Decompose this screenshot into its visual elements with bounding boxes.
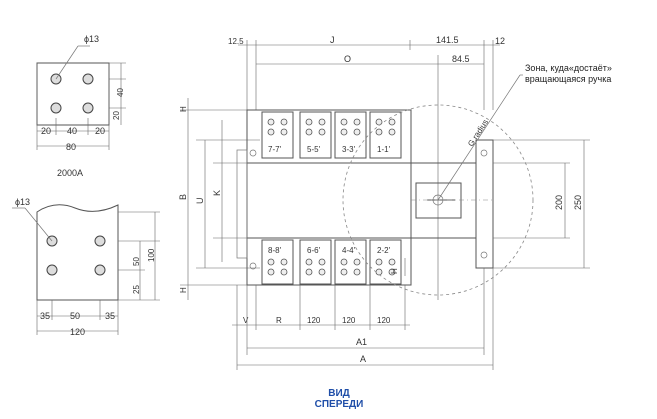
- dim-50-vert: 50: [132, 257, 141, 266]
- dim-A1: A1: [356, 337, 367, 347]
- hole-pattern-bottom: ϕ13 35 50 35 120 50 25 100: [12, 197, 160, 337]
- radius-label: G radius: [466, 118, 490, 148]
- dim-35-right: 35: [105, 311, 115, 321]
- bottom-terminals: [261, 239, 402, 285]
- dim-middle: 40: [67, 126, 77, 136]
- dim-V: V: [243, 316, 249, 325]
- dim-200: 200: [554, 195, 564, 210]
- dim-A: A: [360, 354, 366, 364]
- dim-141-5: 141.5: [436, 35, 459, 45]
- dim-vertical-40: 40: [116, 88, 125, 97]
- hole-diameter-label: ϕ13: [84, 34, 99, 44]
- terminal-2: 2-2': [377, 246, 391, 255]
- side-mark-H: H: [390, 268, 399, 274]
- dim-120-c: 120: [377, 316, 391, 325]
- terminal-5: 5-5': [307, 145, 321, 154]
- dim-K: K: [212, 190, 222, 196]
- terminal-7: 7-7': [268, 145, 282, 154]
- view-caption-line-1: ВИД: [328, 388, 350, 399]
- terminal-3: 3-3': [342, 145, 356, 154]
- dim-J: J: [330, 35, 335, 45]
- dim-left: 20: [41, 126, 51, 136]
- dim-84-5: 84.5: [452, 54, 470, 64]
- variant-label: 2000A: [57, 168, 83, 178]
- dim-100-vert: 100: [147, 248, 156, 262]
- dim-120-b: 120: [342, 316, 356, 325]
- dim-12-5: 12.5: [228, 37, 244, 46]
- hole-diameter-label-2: ϕ13: [15, 197, 30, 207]
- terminal-8: 8-8': [268, 246, 282, 255]
- dim-50: 50: [70, 311, 80, 321]
- dim-right: 20: [95, 126, 105, 136]
- terminal-1: 1-1': [377, 145, 391, 154]
- terminal-4: 4-4': [342, 246, 356, 255]
- dim-H-bottom: H: [179, 287, 188, 293]
- view-caption-line-2: СПЕРЕДИ: [314, 399, 364, 410]
- dim-B: B: [178, 194, 188, 200]
- terminal-6: 6-6': [307, 246, 321, 255]
- dim-120: 120: [70, 327, 85, 337]
- hole-pattern-top: ϕ13 20 40 20 80 40 20: [36, 34, 126, 152]
- handle-zone-circle: [342, 104, 534, 296]
- dim-total: 80: [66, 142, 76, 152]
- dim-25-vert: 25: [132, 285, 141, 294]
- dim-O: O: [344, 54, 351, 64]
- dim-H-top: H: [179, 106, 188, 112]
- dim-120-a: 120: [307, 316, 321, 325]
- front-view: 12.5 J 141.5 12 O 84.5 H B U K H: [178, 35, 590, 370]
- view-caption: ВИД СПЕРЕДИ: [296, 388, 382, 410]
- handle-zone-note: Зона, куда«достаёт» вращающаяся ручка: [525, 63, 612, 84]
- dim-R: R: [276, 316, 282, 325]
- top-terminals: [261, 111, 402, 159]
- dim-35-left: 35: [40, 311, 50, 321]
- dim-250: 250: [573, 195, 583, 210]
- dim-12: 12: [495, 36, 505, 46]
- dim-U: U: [195, 198, 205, 205]
- dim-vertical-20: 20: [112, 111, 121, 120]
